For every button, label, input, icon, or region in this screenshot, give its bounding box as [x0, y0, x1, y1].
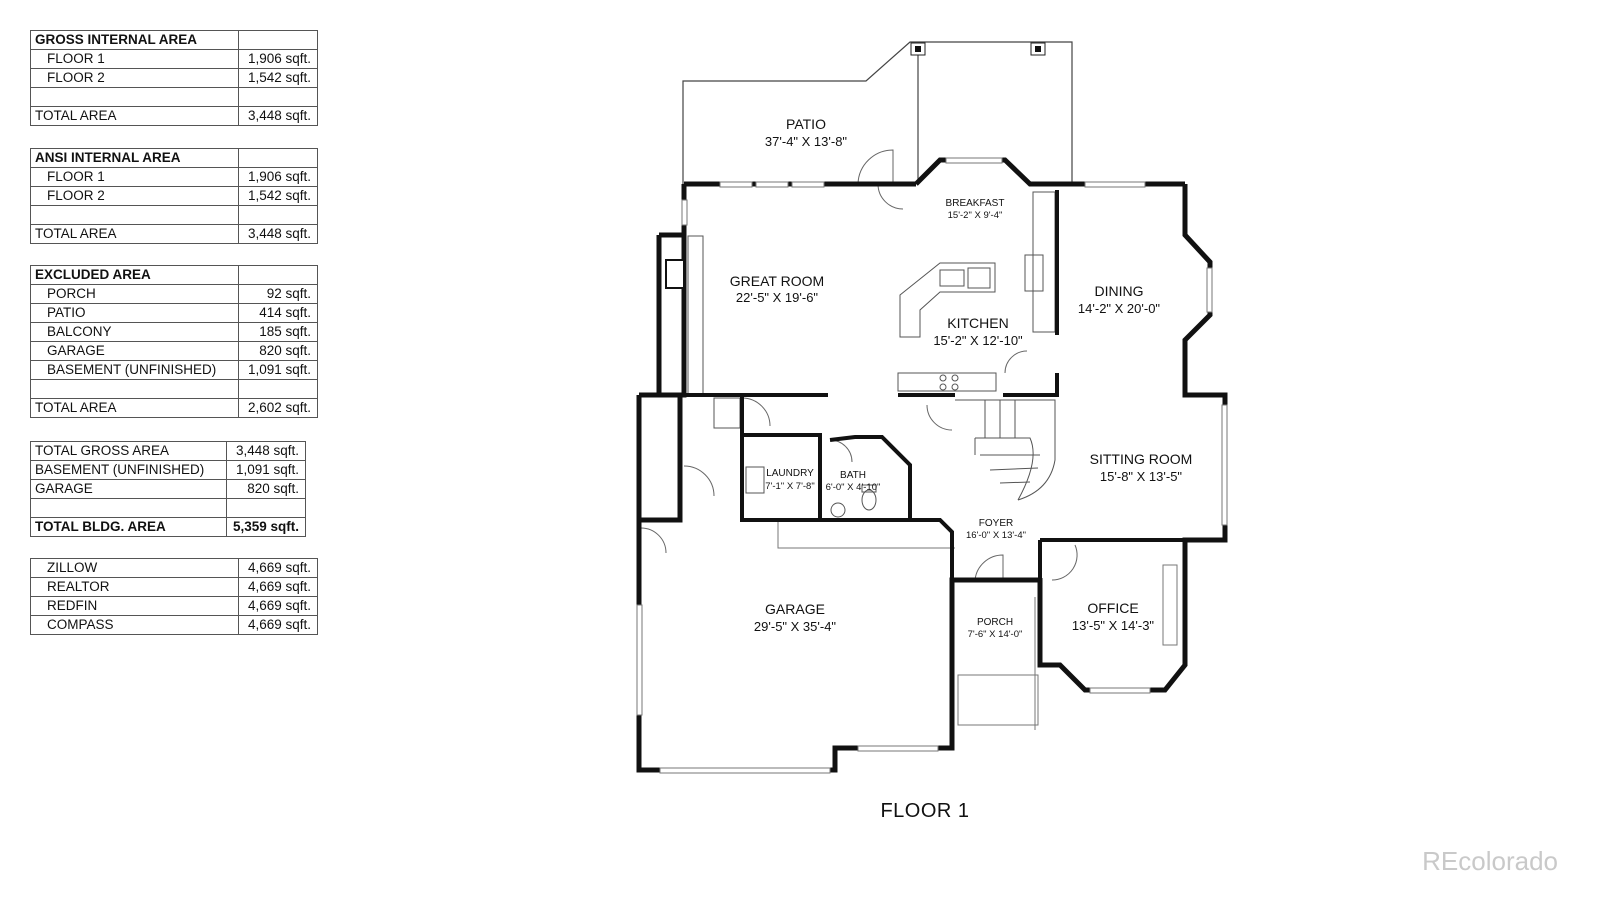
door-swings — [640, 149, 1078, 581]
bath-dims: 6'-0" X 4'-10" — [826, 482, 881, 493]
kitchen-name: KITCHEN — [947, 315, 1008, 331]
row-value: 414 sqft. — [238, 303, 318, 323]
row-value: 92 sqft. — [238, 284, 318, 304]
foyer-dims: 16'-0" X 13'-4" — [966, 530, 1026, 541]
office-dims: 13'-5" X 14'-3" — [1072, 618, 1155, 633]
total-value: 5,359 sqft. — [226, 517, 306, 537]
breakfast-dims: 15'-2" X 9'-4" — [948, 210, 1003, 221]
row-value: 4,669 sqft. — [238, 615, 318, 635]
garage-name: GARAGE — [765, 601, 825, 617]
windows — [636, 157, 1228, 774]
porch-dims: 7'-6" X 14'-0" — [968, 629, 1023, 640]
row-value: 820 sqft. — [226, 479, 306, 499]
dining-name: DINING — [1095, 283, 1144, 299]
laundry-dims: 7'-1" X 7'-8" — [765, 481, 814, 492]
sitting-room-name: SITTING ROOM — [1090, 451, 1193, 467]
fireplace — [665, 259, 685, 289]
garage-wall-line — [777, 522, 1039, 730]
room-labels: PATIO 37'-4" X 13'-8" BREAKFAST 15'-2" X… — [730, 116, 1193, 640]
laundry-name: LAUNDRY — [766, 468, 814, 479]
watermark-logo: REcolorado — [1422, 846, 1558, 876]
total-label: TOTAL AREA — [30, 106, 239, 126]
total-value: 3,448 sqft. — [238, 224, 318, 244]
bath-fixtures — [745, 466, 877, 518]
patio-name: PATIO — [786, 116, 826, 132]
interior-walls — [659, 190, 1185, 580]
garage-dims: 29'-5" X 35'-4" — [754, 619, 837, 634]
foyer-name: FOYER — [979, 518, 1013, 529]
row-label: FLOOR 1 — [30, 167, 239, 187]
row-label: COMPASS — [30, 615, 239, 635]
kitchen-fixtures — [687, 191, 1056, 397]
row-label: BALCONY — [30, 322, 239, 342]
sitting-room-dims: 15'-8" X 13'-5" — [1100, 469, 1183, 484]
patio-outline — [682, 41, 1073, 185]
total-value: 3,448 sqft. — [238, 106, 318, 126]
row-value: 4,669 sqft. — [238, 558, 318, 578]
table-title: ANSI INTERNAL AREA — [30, 148, 239, 168]
great-room-name: GREAT ROOM — [730, 273, 824, 289]
kitchen-dims: 15'-2" X 12'-10" — [933, 333, 1023, 348]
porch-name: PORCH — [977, 617, 1013, 628]
patio-posts — [910, 42, 1046, 56]
total-value: 2,602 sqft. — [238, 398, 318, 418]
dining-dims: 14'-2" X 20'-0" — [1078, 301, 1161, 316]
breakfast-name: BREAKFAST — [946, 198, 1005, 209]
floor-title: FLOOR 1 — [880, 800, 970, 822]
total-label: TOTAL AREA — [30, 398, 239, 418]
row-value: 820 sqft. — [238, 341, 318, 361]
great-room-dims: 22'-5" X 19'-6" — [736, 290, 819, 305]
patio-dims: 37'-4" X 13'-8" — [765, 134, 848, 149]
row-value: 1,542 sqft. — [238, 68, 318, 88]
bath-name: BATH — [840, 470, 866, 481]
row-value: 1,091 sqft. — [226, 460, 306, 480]
office-name: OFFICE — [1087, 600, 1138, 616]
row-value: 1,906 sqft. — [238, 167, 318, 187]
